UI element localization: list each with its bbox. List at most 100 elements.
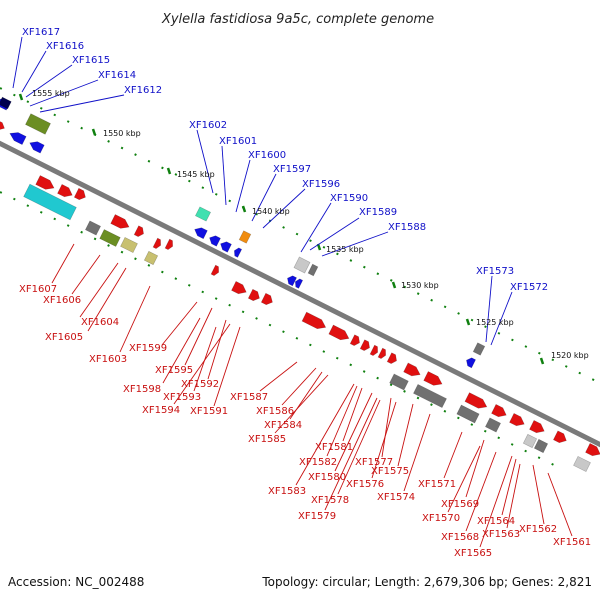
tick-mark	[18, 93, 24, 101]
tick-mark	[465, 318, 471, 326]
forward-gene	[403, 362, 421, 377]
leader-line	[196, 129, 214, 194]
leader-line	[51, 243, 75, 284]
gene-label: XF1578	[311, 495, 349, 506]
leader-line	[274, 374, 329, 434]
reverse-gene	[220, 241, 232, 253]
forward-gene	[386, 352, 397, 364]
accession-label: Accession: NC_002488	[8, 575, 144, 589]
leader-line	[79, 262, 119, 318]
gene-label: XF1562	[519, 524, 557, 535]
feature-block	[194, 206, 212, 222]
forward-gene	[529, 419, 545, 434]
leader-line	[403, 413, 431, 492]
gene-label: XF1598	[123, 384, 161, 395]
reverse-gene	[466, 357, 476, 369]
tick-label: 1520 kbp	[551, 351, 589, 360]
feature-block	[143, 250, 159, 266]
leader-line	[39, 94, 125, 113]
gene-label: XF1571	[418, 479, 456, 490]
tick-label: 1555 kbp	[32, 89, 70, 98]
leader-line	[251, 173, 277, 222]
tick-label: 1525 kbp	[476, 318, 514, 327]
genome-summary-label: Topology: circular; Length: 2,679,306 bp…	[261, 575, 592, 589]
forward-gene	[464, 392, 488, 409]
gene-label: XF1599	[129, 343, 167, 354]
forward-gene	[301, 311, 327, 330]
forward-gene	[0, 119, 5, 131]
feature-block	[573, 455, 591, 473]
feature-block	[307, 263, 319, 277]
tick-mark	[166, 167, 172, 175]
feature-block	[120, 236, 138, 254]
leader-line	[25, 64, 73, 98]
forward-gene	[328, 324, 350, 341]
leader-line	[71, 254, 101, 295]
leader-line	[547, 472, 573, 537]
gene-label: XF1588	[388, 222, 426, 233]
gene-label: XF1595	[155, 365, 193, 376]
gene-label: XF1602	[189, 120, 227, 131]
forward-gene	[260, 292, 273, 306]
leader-line	[342, 387, 363, 442]
leader-line	[532, 464, 545, 525]
tick-mark	[91, 128, 97, 136]
feature-block	[413, 383, 447, 409]
gene-label: XF1583	[268, 486, 306, 497]
gene-label: XF1579	[298, 511, 336, 522]
leader-line	[443, 431, 463, 479]
reverse-gene	[9, 132, 27, 146]
leader-line	[262, 188, 306, 229]
gene-label: XF1581	[315, 442, 353, 453]
leader-line	[213, 326, 241, 407]
tick-mark	[539, 357, 545, 365]
forward-gene	[152, 237, 161, 249]
gene-label: XF1607	[19, 284, 57, 295]
leader-line	[324, 397, 378, 511]
inner-dotted-track	[0, 87, 600, 384]
gene-label: XF1572	[510, 282, 548, 293]
leader-line	[506, 463, 521, 529]
gene-label: XF1600	[248, 150, 286, 161]
leader-line	[300, 202, 332, 253]
gene-label: XF1615	[72, 55, 110, 66]
gene-label: XF1616	[46, 41, 84, 52]
gene-label: XF1570	[422, 513, 460, 524]
reverse-gene	[234, 247, 243, 258]
feature-layer	[0, 93, 600, 473]
tick-label: 1530 kbp	[401, 281, 439, 290]
gene-label: XF1569	[441, 499, 479, 510]
gene-label: XF1584	[264, 420, 302, 431]
forward-gene	[423, 371, 443, 386]
gene-label: XF1574	[377, 492, 415, 503]
tick-mark	[241, 205, 247, 213]
tick-label: 1550 kbp	[103, 129, 141, 138]
leader-line	[87, 267, 127, 332]
gene-label: XF1582	[299, 457, 337, 468]
feature-block	[293, 256, 311, 274]
gene-label: XF1561	[553, 537, 591, 548]
tick-label: 1545 kbp	[177, 170, 215, 179]
forward-gene	[73, 187, 86, 201]
leader-line	[334, 392, 373, 472]
leader-line	[119, 285, 151, 353]
reverse-gene	[29, 141, 45, 154]
leader-line	[173, 323, 231, 405]
feature-block	[533, 438, 549, 454]
gene-label: XF1596	[302, 179, 340, 190]
leader-line	[479, 455, 513, 548]
forward-gene	[359, 339, 370, 351]
leader-line	[21, 50, 47, 93]
feature-block	[23, 183, 77, 221]
leader-line	[281, 367, 317, 406]
reverse-gene	[287, 275, 297, 287]
tick-label: 1540 kbp	[252, 207, 290, 216]
leader-line	[397, 403, 414, 467]
leader-line	[235, 159, 251, 213]
leader-line	[447, 445, 481, 513]
forward-gene	[377, 347, 386, 359]
gene-label: XF1568	[441, 532, 479, 543]
forward-gene	[35, 175, 55, 190]
forward-gene	[247, 288, 260, 302]
gene-label: XF1563	[482, 529, 520, 540]
